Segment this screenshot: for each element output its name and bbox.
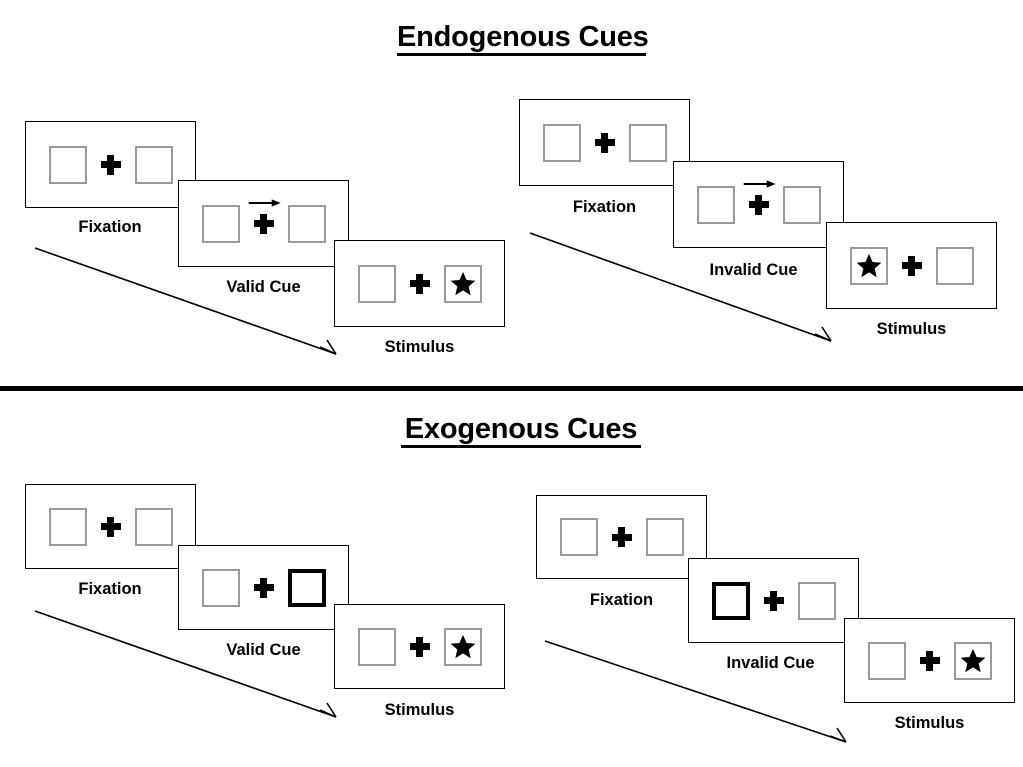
right-box xyxy=(953,641,992,680)
section-title-exogenous: Exogenous Cues xyxy=(401,414,641,449)
right-box xyxy=(935,246,974,285)
right-box xyxy=(443,264,482,303)
left-box xyxy=(849,246,888,285)
right-box xyxy=(134,507,173,546)
panel-exogenous-valid-stimulus[interactable] xyxy=(334,604,505,689)
panel-endogenous-valid-cue[interactable] xyxy=(178,180,349,267)
panel-inner xyxy=(559,518,684,556)
stage-label-endogenous-valid-stimulus: Stimulus xyxy=(384,338,455,356)
left-box xyxy=(201,204,240,243)
stage-label-exogenous-invalid-cue: Invalid Cue xyxy=(726,654,815,672)
stage-label-exogenous-valid-fixation: Fixation xyxy=(78,580,142,598)
left-box xyxy=(542,123,581,162)
panel-endogenous-invalid-fixation[interactable] xyxy=(519,99,690,186)
right-box xyxy=(645,518,684,556)
left-box xyxy=(357,627,396,666)
plus-icon xyxy=(594,132,615,153)
plus-icon xyxy=(763,590,784,611)
stage-label-endogenous-invalid-cue: Invalid Cue xyxy=(709,261,798,279)
panel-inner xyxy=(201,568,326,607)
star-icon xyxy=(855,252,883,280)
stage-label-endogenous-invalid-stimulus: Stimulus xyxy=(876,320,947,338)
star-icon xyxy=(959,647,987,675)
plus-icon xyxy=(611,527,632,547)
left-box-cued xyxy=(711,581,750,620)
plus-icon xyxy=(248,198,281,234)
right-box xyxy=(443,627,482,666)
panel-exogenous-invalid-fixation[interactable] xyxy=(536,495,707,579)
panel-inner xyxy=(48,507,173,546)
panel-exogenous-invalid-cue[interactable] xyxy=(688,558,859,643)
plus-icon xyxy=(409,636,430,657)
panel-endogenous-valid-stimulus[interactable] xyxy=(334,240,505,327)
panel-inner xyxy=(867,641,992,680)
left-box xyxy=(48,507,87,546)
right-box xyxy=(287,204,326,243)
star-icon xyxy=(449,633,477,661)
panel-inner xyxy=(201,198,326,243)
stage-label-endogenous-valid-cue: Valid Cue xyxy=(226,278,301,296)
plus-icon xyxy=(919,650,940,671)
left-box xyxy=(357,264,396,303)
left-box xyxy=(559,518,598,556)
arrow-right-icon xyxy=(742,178,776,190)
panel-exogenous-valid-cue[interactable] xyxy=(178,545,349,630)
panel-inner xyxy=(849,246,974,285)
right-box xyxy=(782,185,821,224)
panel-inner xyxy=(357,627,482,666)
right-box-cued xyxy=(287,568,326,607)
left-box xyxy=(867,641,906,680)
right-box xyxy=(628,123,667,162)
arrow-right-icon xyxy=(247,197,281,209)
plus-icon xyxy=(100,154,121,175)
panel-exogenous-valid-fixation[interactable] xyxy=(25,484,196,569)
left-box xyxy=(696,185,735,224)
right-box xyxy=(134,145,173,184)
left-box xyxy=(48,145,87,184)
plus-icon xyxy=(100,516,121,537)
panel-endogenous-invalid-cue[interactable] xyxy=(673,161,844,248)
stage-label-exogenous-invalid-stimulus: Stimulus xyxy=(894,714,965,732)
stage-label-endogenous-valid-fixation: Fixation xyxy=(78,218,142,236)
right-box xyxy=(797,581,836,620)
left-box xyxy=(201,568,240,607)
plus-icon xyxy=(409,273,430,294)
section-title-endogenous: Endogenous Cues xyxy=(397,22,649,57)
stage-label-exogenous-valid-stimulus: Stimulus xyxy=(384,701,455,719)
star-icon xyxy=(449,270,477,298)
stage-label-exogenous-valid-cue: Valid Cue xyxy=(226,641,301,659)
panel-endogenous-valid-fixation[interactable] xyxy=(25,121,196,208)
panel-exogenous-invalid-stimulus[interactable] xyxy=(844,618,1015,703)
plus-icon xyxy=(901,255,922,276)
panel-endogenous-invalid-stimulus[interactable] xyxy=(826,222,997,309)
stage-label-endogenous-invalid-fixation: Fixation xyxy=(572,198,637,216)
stage-label-exogenous-invalid-fixation: Fixation xyxy=(589,591,654,609)
panel-inner xyxy=(711,581,836,620)
panel-inner xyxy=(696,179,821,224)
plus-icon xyxy=(253,577,274,598)
panel-inner xyxy=(48,145,173,184)
panel-inner xyxy=(357,264,482,303)
plus-icon xyxy=(743,179,776,215)
section-divider xyxy=(0,386,1023,391)
panel-inner xyxy=(542,123,667,162)
